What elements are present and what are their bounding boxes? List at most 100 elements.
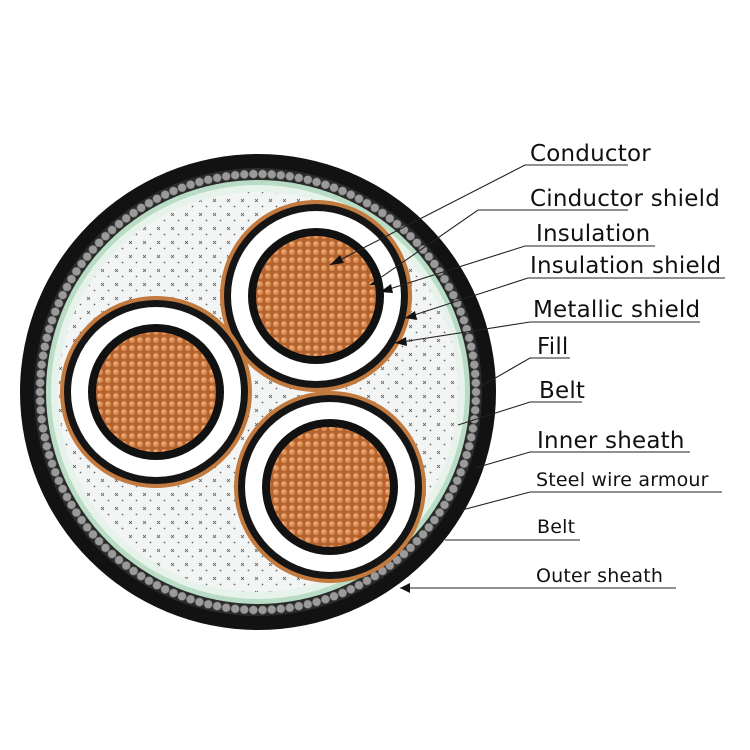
armour-wire	[312, 597, 322, 607]
armour-wire	[160, 190, 170, 200]
armour-wire	[459, 459, 469, 469]
armour-wire	[444, 282, 454, 292]
armour-wire	[186, 180, 196, 190]
armour-wire	[121, 560, 131, 571]
armour-wire	[466, 342, 476, 352]
armour-wire	[50, 467, 60, 477]
label-conductor: Conductor	[530, 141, 651, 167]
armour-wire	[152, 194, 162, 204]
armour-wire	[329, 183, 339, 193]
armour-wire	[230, 170, 240, 180]
armour-wire	[466, 432, 476, 442]
leader-conductor-shield	[369, 209, 628, 286]
armour-wire	[468, 423, 478, 434]
label-insulation-shield: Insulation shield	[530, 253, 722, 279]
armour-wire	[88, 245, 98, 255]
armour-wire	[144, 576, 154, 586]
armour-wire	[276, 170, 286, 180]
armour-wire	[439, 274, 450, 284]
armour-wire	[94, 536, 104, 546]
armour-wire	[44, 324, 54, 334]
armour-wire	[405, 231, 416, 241]
conductor	[256, 236, 376, 356]
armour-wire	[294, 173, 304, 183]
armour-wire	[44, 450, 54, 460]
armour-wire	[452, 476, 462, 486]
armour-wire	[346, 190, 356, 200]
armour-wire	[337, 588, 348, 598]
armour-wire	[470, 405, 480, 415]
armour-wire	[346, 584, 356, 594]
armour-wire	[429, 515, 440, 525]
armour-wire	[114, 219, 124, 229]
armour-wire	[100, 543, 111, 553]
armour-wire	[459, 315, 469, 325]
armour-wire	[212, 173, 222, 183]
armour-wire	[412, 238, 422, 248]
armour-wire	[429, 259, 440, 269]
armour-wire	[456, 467, 466, 477]
armour-wire	[129, 566, 139, 576]
armour-wire	[444, 492, 454, 502]
armour-wire	[42, 333, 52, 343]
armour-wire	[136, 571, 146, 581]
armour-wire	[448, 290, 458, 300]
armour-wire	[136, 203, 146, 213]
armour-wire	[248, 169, 258, 179]
armour-wire	[471, 387, 481, 397]
armour-wire	[258, 169, 268, 179]
armour-wire	[114, 555, 124, 565]
leader-conductor	[329, 164, 628, 266]
armour-wire	[337, 186, 348, 196]
armour-wire	[58, 290, 68, 300]
armour-wire	[194, 177, 204, 187]
label-conductor-shield: Cinductor shield	[530, 186, 720, 212]
armour-wire	[377, 208, 388, 218]
armour-wire	[100, 231, 111, 241]
core-bottom	[234, 391, 426, 583]
armour-wire	[385, 213, 395, 223]
armour-wire	[58, 484, 68, 494]
armour-wire	[186, 594, 196, 604]
armour-wire	[38, 423, 48, 434]
armour-wire	[470, 369, 480, 379]
armour-wire	[62, 282, 72, 292]
armour-wire	[258, 605, 268, 615]
label-belt-lower: Belt	[537, 516, 576, 538]
label-fill: Fill	[537, 334, 569, 360]
armour-wire	[168, 588, 179, 598]
armour-wire	[294, 601, 304, 611]
armour-wire	[276, 604, 286, 614]
label-insulation: Insulation	[536, 221, 651, 247]
armour-wire	[471, 378, 481, 388]
armour-wire	[35, 387, 45, 397]
armour-wire	[320, 594, 331, 604]
armour-wire	[464, 333, 474, 343]
armour-wire	[418, 529, 428, 540]
armour-wire	[94, 238, 104, 248]
armour-wire	[267, 169, 277, 179]
armour-wire	[54, 476, 64, 486]
armour-wire	[248, 605, 258, 615]
label-belt-upper: Belt	[539, 378, 586, 404]
armour-wire	[267, 604, 277, 615]
armour-wire	[456, 307, 466, 317]
armour-wire	[424, 252, 434, 262]
armour-wire	[76, 515, 87, 525]
armour-wire	[37, 360, 47, 370]
armour-wire	[230, 604, 240, 614]
armour-wire	[36, 369, 46, 379]
armour-wire	[212, 601, 222, 611]
conductor	[96, 332, 216, 452]
leader-insulation	[379, 245, 655, 293]
armour-wire	[47, 315, 57, 325]
armour-wire	[464, 441, 474, 451]
armour-wire	[399, 549, 409, 559]
armour-wire	[37, 414, 47, 424]
armour-wire	[320, 180, 331, 190]
leader-metallic-shield	[394, 321, 700, 344]
armour-wire	[424, 522, 434, 533]
armour-wire	[40, 432, 50, 442]
armour-wire	[62, 492, 72, 502]
